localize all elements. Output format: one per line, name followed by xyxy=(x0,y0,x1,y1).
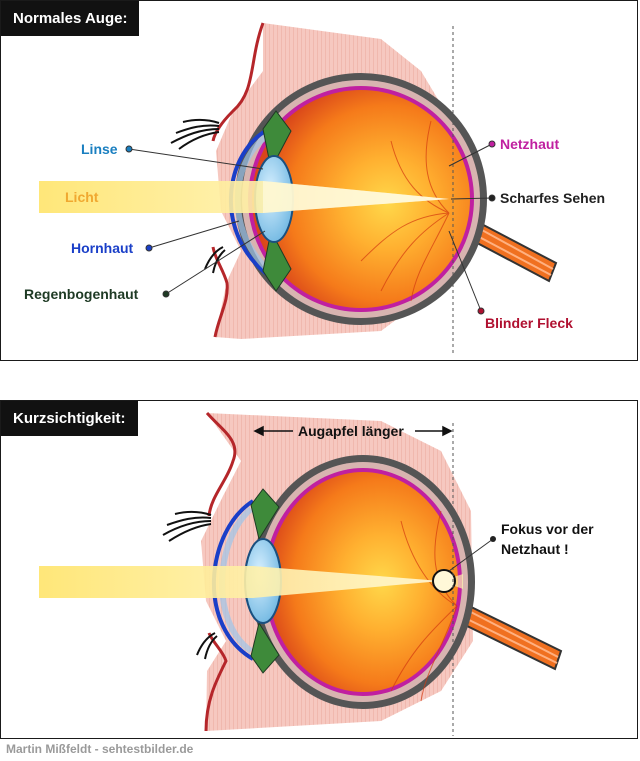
callout-scharfes-dot xyxy=(488,194,496,202)
label-blinder-fleck: Blinder Fleck xyxy=(485,315,573,331)
eyelash-lower-icon xyxy=(204,246,226,274)
label-netzhaut: Netzhaut xyxy=(500,136,559,152)
panel-myopia: Kurzsichtigkeit: xyxy=(0,400,638,739)
eyelash-lower-icon xyxy=(196,632,218,660)
myopia-eye-diagram: Augapfel länger Fokus vor der Netzhaut ! xyxy=(39,412,594,736)
label-linse: Linse xyxy=(81,141,118,157)
callout-hornhaut-dot xyxy=(145,244,153,252)
blood-vessels xyxy=(360,120,450,302)
eyelash-upper-icon xyxy=(170,118,220,150)
label-licht: Licht xyxy=(65,189,99,205)
callout-regenbogenhaut-dot xyxy=(162,290,170,298)
light-beam xyxy=(39,566,441,598)
callout-scharfes-line xyxy=(450,197,493,200)
eyelid-outline-lower xyxy=(211,246,229,338)
callout-fokus-line xyxy=(448,538,494,572)
callout-netzhaut-dot xyxy=(488,140,496,148)
panel-normal-eye: Normales Auge: xyxy=(0,0,638,361)
normal-eye-diagram: Linse Licht Hornhaut Regenbogenhaut Netz… xyxy=(24,22,605,356)
focus-point-marker xyxy=(432,569,456,593)
panel-title-myopia: Kurzsichtigkeit: xyxy=(1,401,138,436)
eyelid-outline-upper xyxy=(205,412,237,517)
label-augapfel-laenger: Augapfel länger xyxy=(298,423,404,439)
iris-upper xyxy=(250,488,280,541)
panel-title-normal: Normales Auge: xyxy=(1,1,140,36)
iris-lower xyxy=(262,229,292,292)
callout-linse-dot xyxy=(125,145,133,153)
callout-regenbogenhaut-line xyxy=(165,230,266,295)
eyelid-outline-upper xyxy=(211,22,265,142)
callout-hornhaut-line xyxy=(148,220,240,249)
iris-upper xyxy=(262,110,292,171)
callout-blinder-line xyxy=(448,230,482,312)
length-arrow xyxy=(253,425,453,437)
label-hornhaut: Hornhaut xyxy=(71,240,134,256)
callout-netzhaut-line xyxy=(448,143,493,167)
optic-nerve xyxy=(459,601,563,671)
iris-lower xyxy=(250,621,280,674)
blood-vessels xyxy=(390,510,458,702)
label-regenbogenhaut: Regenbogenhaut xyxy=(24,286,139,302)
eyelid-outline-lower xyxy=(204,632,228,732)
callout-linse-line xyxy=(128,148,264,170)
callout-fokus-dot xyxy=(490,536,496,542)
eyelash-upper-icon xyxy=(162,510,212,542)
label-scharfes-sehen: Scharfes Sehen xyxy=(500,190,605,206)
label-fokus-line2: Netzhaut ! xyxy=(501,541,569,557)
callout-blinder-dot xyxy=(477,307,485,315)
credit-text: Martin Mißfeldt - sehtestbilder.de xyxy=(6,742,194,756)
label-fokus-line1: Fokus vor der xyxy=(501,521,594,537)
